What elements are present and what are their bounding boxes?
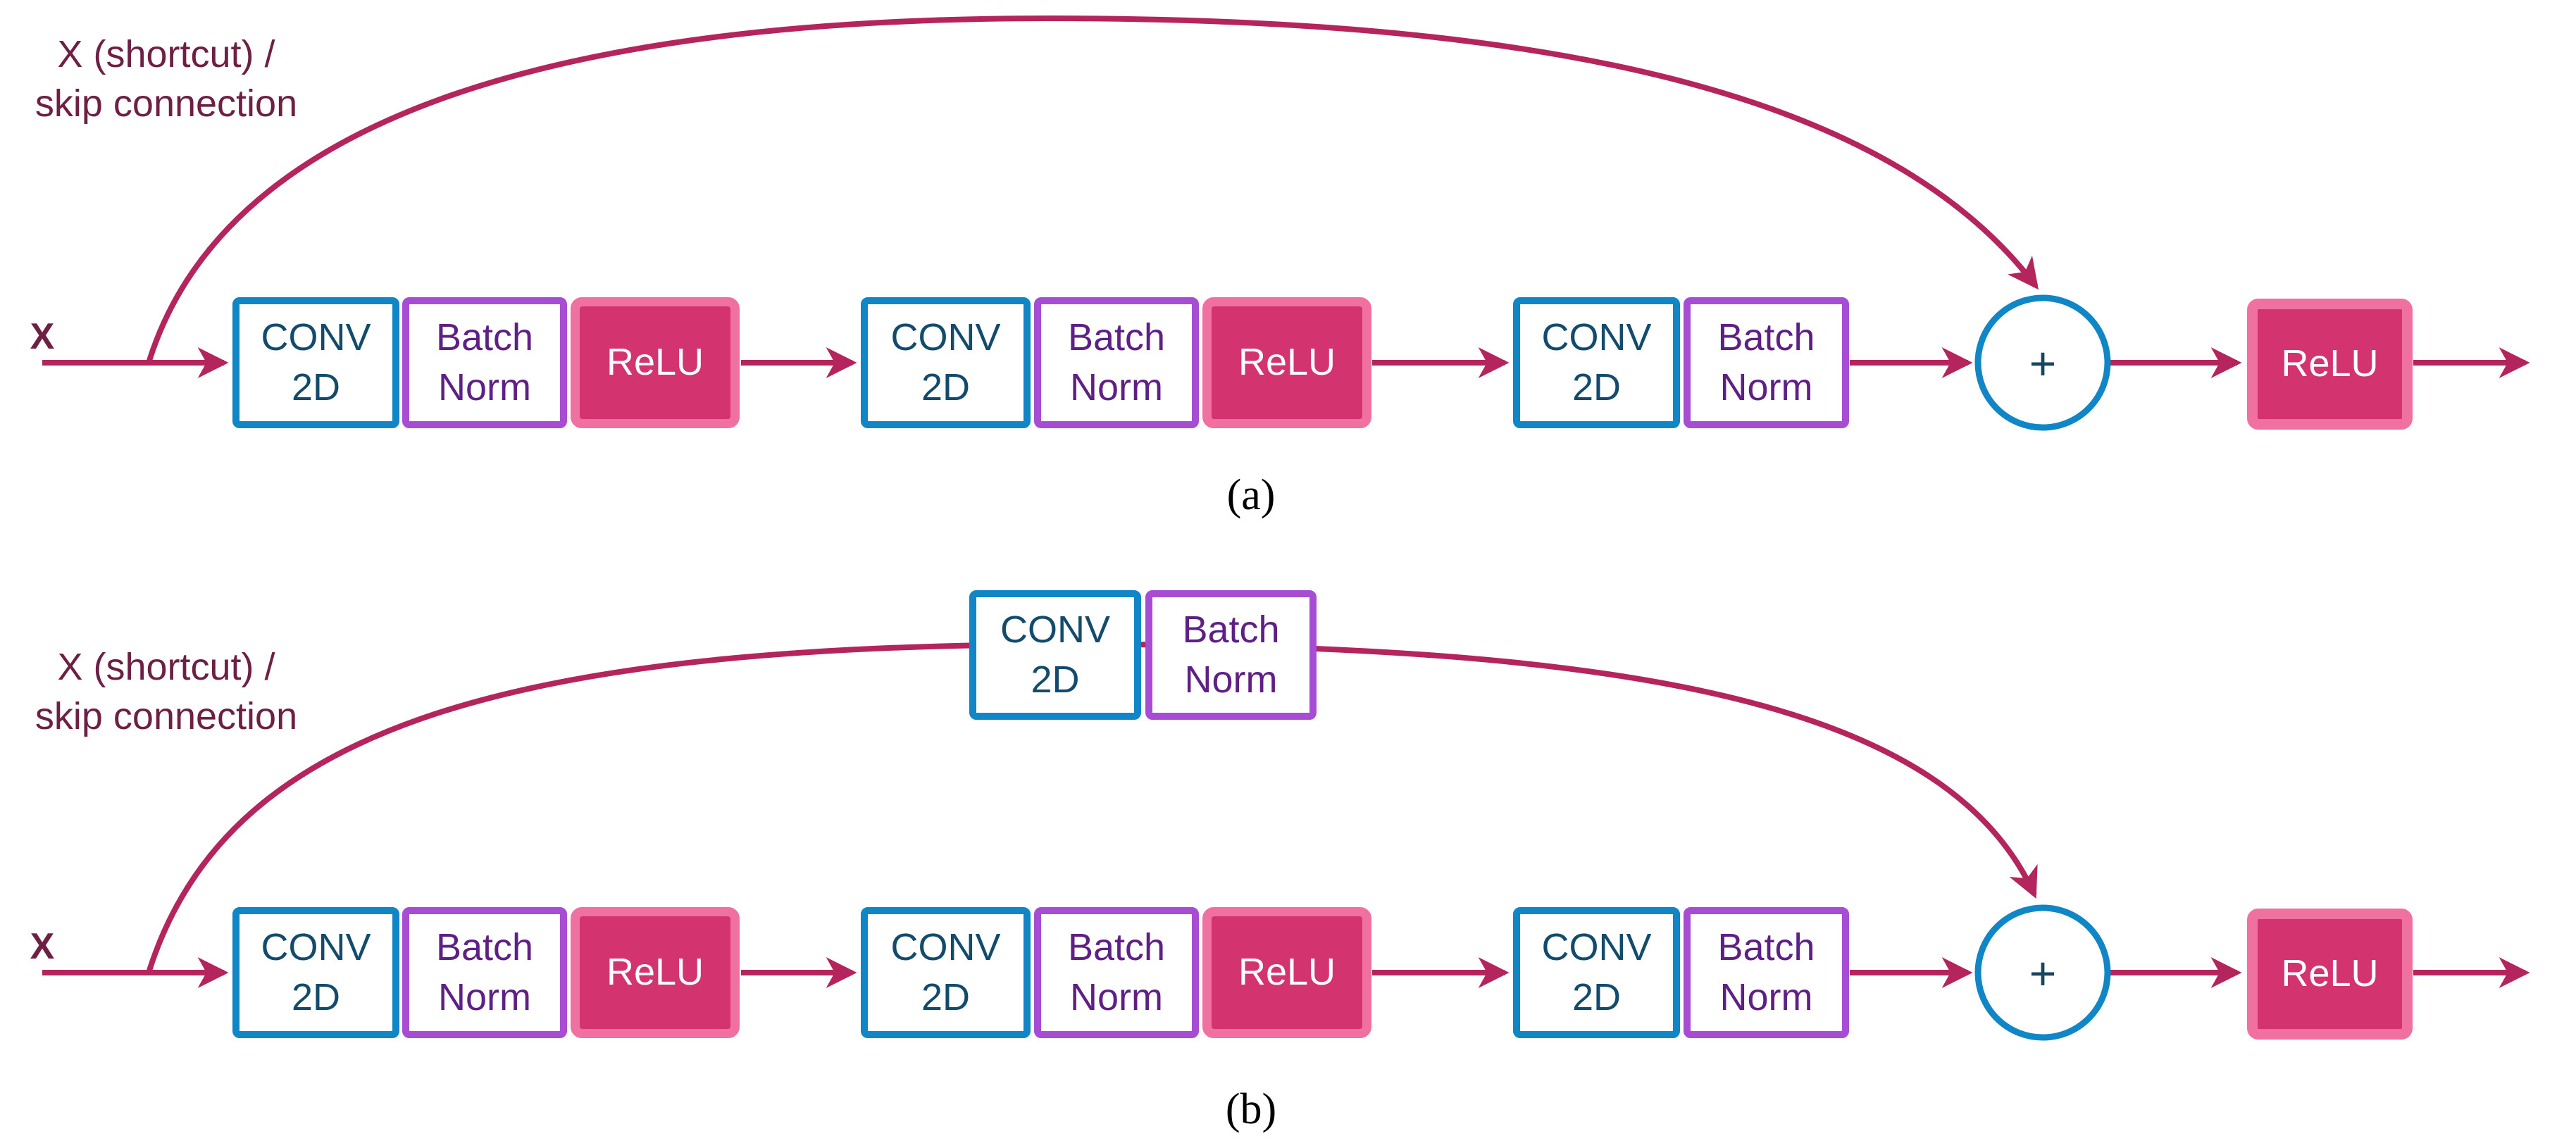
conv2d-label-line2: 2D bbox=[1572, 976, 1622, 1018]
batchnorm-label-line2: Norm bbox=[1719, 976, 1813, 1018]
conv2d-label-line1: CONV bbox=[890, 316, 1001, 358]
batchnorm-label-line2: Norm bbox=[1070, 976, 1163, 1018]
relu-block: ReLU bbox=[2247, 909, 2413, 1040]
conv2d-label-line1: CONV bbox=[1000, 608, 1110, 651]
relu-label: ReLU bbox=[606, 341, 704, 384]
batchnorm-label-line1: Batch bbox=[435, 316, 534, 358]
batchnorm-label-line1: Batch bbox=[1717, 925, 1815, 968]
conv2d-label-line1: CONV bbox=[261, 316, 371, 358]
relu-label: ReLU bbox=[2281, 342, 2379, 385]
relu-block: ReLU bbox=[2247, 299, 2413, 430]
skip-connection-curve-a bbox=[147, 15, 2039, 362]
conv2d-label-line2: 2D bbox=[291, 976, 341, 1018]
conv2d-label-line1: CONV bbox=[261, 925, 371, 968]
relu-label: ReLU bbox=[1238, 341, 1336, 384]
conv2d-label-line2: 2D bbox=[1031, 659, 1080, 701]
conv2d-block: CONV 2D bbox=[1513, 297, 1680, 428]
batchnorm-label-line2: Norm bbox=[1070, 366, 1163, 408]
batchnorm-block: Batch Norm bbox=[402, 907, 567, 1038]
conv2d-label-line1: CONV bbox=[1541, 316, 1652, 358]
batchnorm-label-line2: Norm bbox=[1719, 366, 1813, 408]
relu-label: ReLU bbox=[1238, 951, 1336, 994]
batchnorm-label-line2: Norm bbox=[438, 366, 531, 408]
skip-connection-label: X (shortcut) / skip connection bbox=[25, 30, 307, 128]
input-label: X bbox=[30, 926, 55, 967]
conv2d-label-line1: CONV bbox=[1541, 925, 1652, 968]
conv2d-block: CONV 2D bbox=[232, 297, 399, 428]
batchnorm-block: Batch Norm bbox=[1145, 590, 1317, 720]
batchnorm-block: Batch Norm bbox=[1034, 907, 1199, 1038]
batchnorm-label-line1: Batch bbox=[1182, 608, 1280, 651]
conv2d-label-line2: 2D bbox=[1572, 366, 1622, 408]
conv2d-label-line2: 2D bbox=[291, 366, 341, 408]
conv2d-block: CONV 2D bbox=[232, 907, 399, 1038]
skip-label-line1: X (shortcut) / bbox=[57, 33, 275, 75]
adder-node bbox=[1974, 904, 2111, 1041]
batchnorm-label-line2: Norm bbox=[438, 976, 531, 1018]
plus-sign: + bbox=[2029, 337, 2057, 389]
relu-block: ReLU bbox=[1202, 907, 1371, 1038]
conv2d-label-line2: 2D bbox=[921, 366, 971, 408]
batchnorm-label-line1: Batch bbox=[1717, 316, 1815, 358]
relu-label: ReLU bbox=[2281, 952, 2379, 995]
batchnorm-label-line2: Norm bbox=[1184, 659, 1278, 701]
skip-label-line2: skip connection bbox=[35, 82, 298, 125]
skip-label-line1: X (shortcut) / bbox=[57, 646, 275, 688]
conv2d-label-line1: CONV bbox=[890, 925, 1001, 968]
batchnorm-block: Batch Norm bbox=[1684, 907, 1849, 1038]
plus-sign: + bbox=[2029, 947, 2057, 999]
conv2d-label-line2: 2D bbox=[921, 976, 971, 1018]
caption-b: (b) bbox=[1225, 1085, 1277, 1133]
conv2d-block: CONV 2D bbox=[861, 297, 1031, 428]
conv2d-block: CONV 2D bbox=[861, 907, 1031, 1038]
batchnorm-block: Batch Norm bbox=[1684, 297, 1849, 428]
batchnorm-label-line1: Batch bbox=[435, 925, 534, 968]
batchnorm-block: Batch Norm bbox=[1034, 297, 1199, 428]
batchnorm-block: Batch Norm bbox=[402, 297, 567, 428]
conv2d-block: CONV 2D bbox=[1513, 907, 1680, 1038]
relu-block: ReLU bbox=[1202, 297, 1371, 428]
adder-node bbox=[1974, 294, 2111, 431]
conv2d-block: CONV 2D bbox=[969, 590, 1141, 720]
relu-block: ReLU bbox=[571, 297, 740, 428]
skip-label-line2: skip connection bbox=[35, 695, 298, 738]
input-label: X bbox=[30, 316, 55, 357]
skip-connection-label: X (shortcut) / skip connection bbox=[25, 642, 307, 741]
batchnorm-label-line1: Batch bbox=[1067, 925, 1166, 968]
relu-label: ReLU bbox=[606, 951, 704, 994]
caption-a: (a) bbox=[1226, 471, 1276, 519]
relu-block: ReLU bbox=[571, 907, 740, 1038]
batchnorm-label-line1: Batch bbox=[1067, 316, 1166, 358]
